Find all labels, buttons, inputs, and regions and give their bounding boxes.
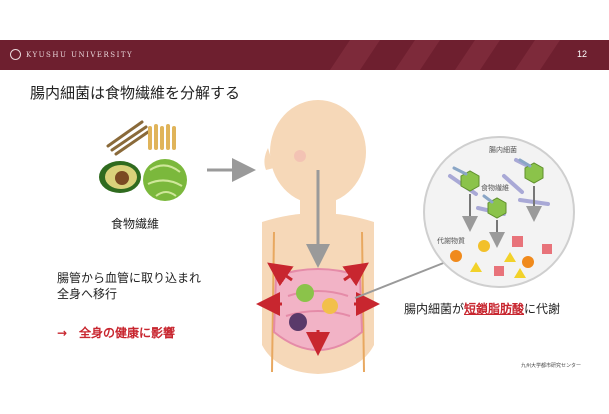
scfa-highlight: 短鎖脂肪酸	[464, 302, 524, 316]
burdock-sticks-icon	[108, 122, 148, 154]
metabolism-text: 腸内細菌が短鎖脂肪酸に代謝	[404, 300, 560, 317]
bacteria-purple-icon	[289, 313, 307, 331]
bubble-bacteria-label: 腸内細菌	[489, 145, 517, 155]
bacteria-yellow-icon	[322, 298, 338, 314]
metabolism-prefix: 腸内細菌が	[404, 302, 464, 316]
cabbage-icon	[143, 159, 187, 201]
bubble-fiber-label: 食物繊維	[481, 183, 509, 193]
cheek	[294, 150, 306, 162]
wheat-icon	[148, 124, 176, 150]
fiber-foods-icon	[99, 122, 187, 201]
avocado-icon	[99, 161, 141, 193]
human-figure	[262, 100, 374, 374]
food-label: 食物繊維	[111, 216, 159, 232]
health-effect-text: → 全身の健康に影響	[57, 324, 175, 341]
bacteria-green-icon	[296, 284, 314, 302]
zoom-bubble	[424, 137, 574, 287]
bubble-metabolite-label: 代謝物質	[437, 236, 465, 246]
absorption-text: 腸管から血管に取り込まれ 全身へ移行	[57, 270, 201, 302]
metabolism-suffix: に代謝	[524, 302, 560, 316]
source-credit: 九州大学都市研究センター	[521, 362, 581, 369]
